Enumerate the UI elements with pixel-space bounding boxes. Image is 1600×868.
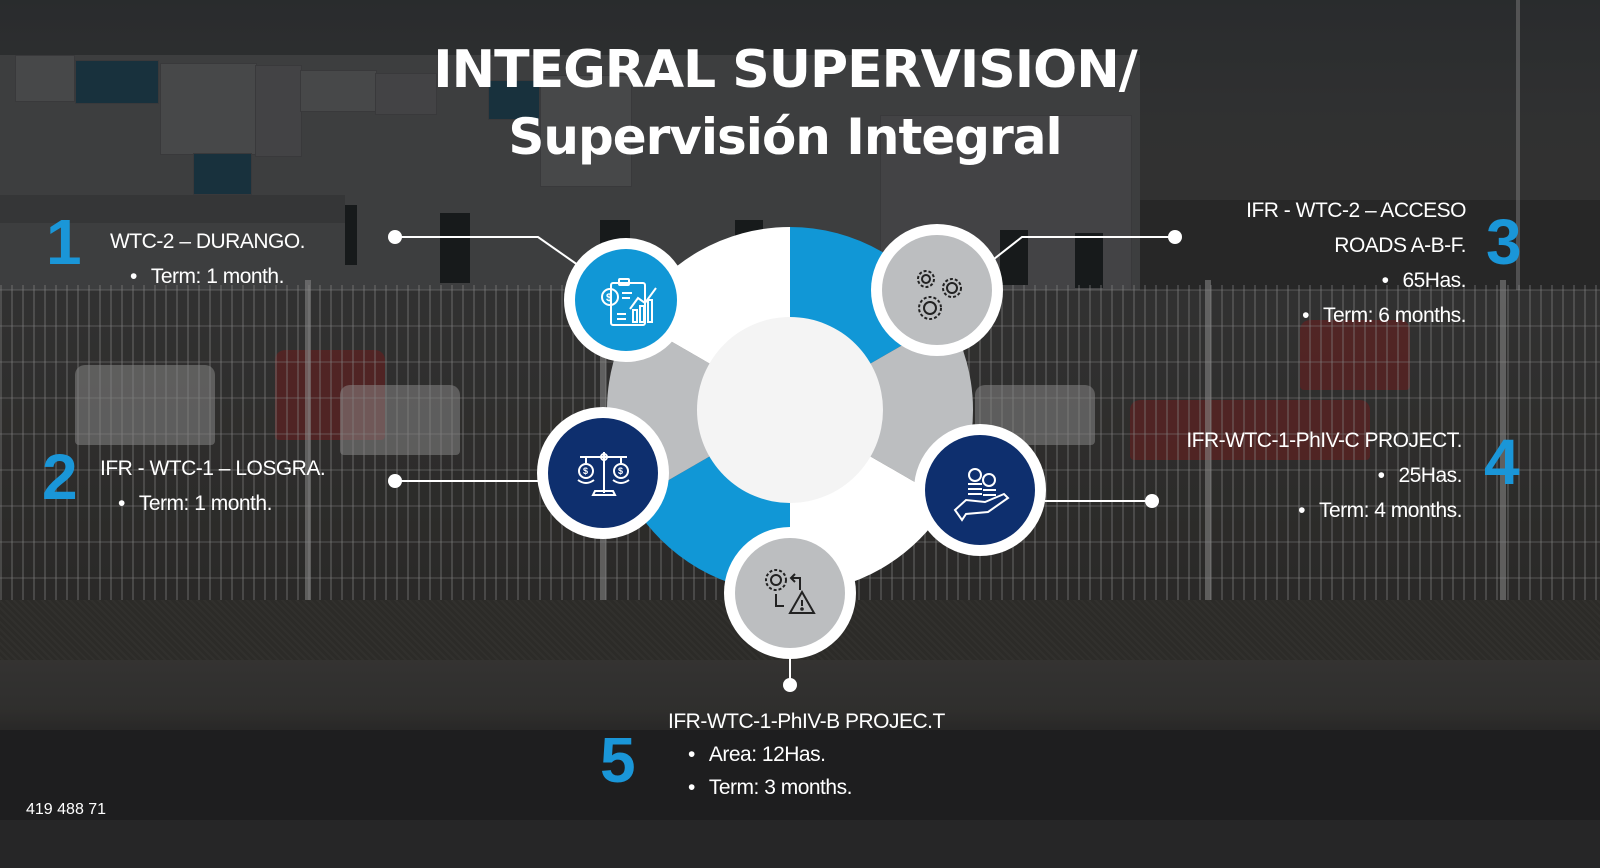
- item-2-bullet-1: Term: 1 month.: [100, 486, 325, 521]
- title-line-1: INTEGRAL SUPERVISION/: [433, 40, 1138, 100]
- gears-icon: [917, 270, 962, 320]
- connector-dots: [388, 230, 1182, 692]
- item-5-text: IFR-WTC-1-PhIV-B PROJEC.T Area: 12Has. T…: [668, 705, 945, 804]
- financial-report-icon: $: [601, 278, 657, 326]
- item-3-title-line-1: IFR - WTC-2 – ACCESO: [1246, 199, 1466, 222]
- node-3: [871, 224, 1003, 356]
- item-1-bullet-1: Term: 1 month.: [110, 259, 305, 294]
- item-5-bullet-2: Term: 3 months.: [668, 771, 945, 804]
- center-circle: [697, 317, 883, 503]
- item-5-number: 5: [600, 724, 636, 796]
- item-3-bullet-2: Term: 6 months.: [1246, 298, 1467, 333]
- item-5-bullet-1: Area: 12Has.: [668, 738, 945, 771]
- node-4: [914, 424, 1046, 556]
- item-2-title: IFR - WTC-1 – LOSGRA.: [100, 457, 326, 480]
- item-4-bullet-2: Term: 4 months.: [1186, 493, 1463, 528]
- item-1-number: 1: [46, 206, 82, 278]
- item-4-title: IFR-WTC-1-PhIV-C PROJECT.: [1186, 429, 1462, 452]
- item-5-title: IFR-WTC-1-PhIV-B PROJEC.T: [668, 710, 945, 733]
- node-1: $: [564, 238, 688, 362]
- title-line-2: Supervisión Integral: [508, 108, 1062, 166]
- light-pole: [1516, 0, 1520, 380]
- svg-text:$: $: [606, 292, 612, 304]
- item-1-title: WTC-2 – DURANGO.: [110, 230, 306, 253]
- gear-risk-warning-icon: [765, 569, 816, 614]
- bottom-strip: [0, 820, 1600, 868]
- svg-text:$: $: [583, 466, 588, 476]
- item-4-number: 4: [1484, 426, 1520, 498]
- connector-1: [395, 236, 586, 271]
- balance-scale-dollar-icon: [577, 452, 630, 496]
- item-4-bullet-1: 25Has.: [1186, 458, 1462, 493]
- item-3-title-line-2: ROADS A-B-F.: [1334, 234, 1466, 257]
- node-2: $ $: [537, 407, 669, 539]
- item-2-text: IFR - WTC-1 – LOSGRA. Term: 1 month.: [100, 451, 326, 521]
- node-5: [724, 527, 856, 659]
- item-3-bullet-1: 65Has.: [1246, 263, 1466, 298]
- curb: [0, 660, 1600, 730]
- svg-text:$: $: [618, 466, 623, 476]
- item-3-text: IFR - WTC-2 – ACCESO ROADS A-B-F. 65Has.…: [1246, 193, 1466, 333]
- canopy: [0, 195, 345, 223]
- item-1-text: WTC-2 – DURANGO. Term: 1 month.: [110, 224, 306, 294]
- item-4-text: IFR-WTC-1-PhIV-C PROJECT. 25Has. Term: 4…: [1186, 423, 1462, 528]
- item-3-number: 3: [1486, 206, 1522, 278]
- hand-coins-icon: [953, 468, 1010, 522]
- item-2-number: 2: [42, 441, 78, 513]
- footer-id: 419 488 71: [26, 801, 107, 818]
